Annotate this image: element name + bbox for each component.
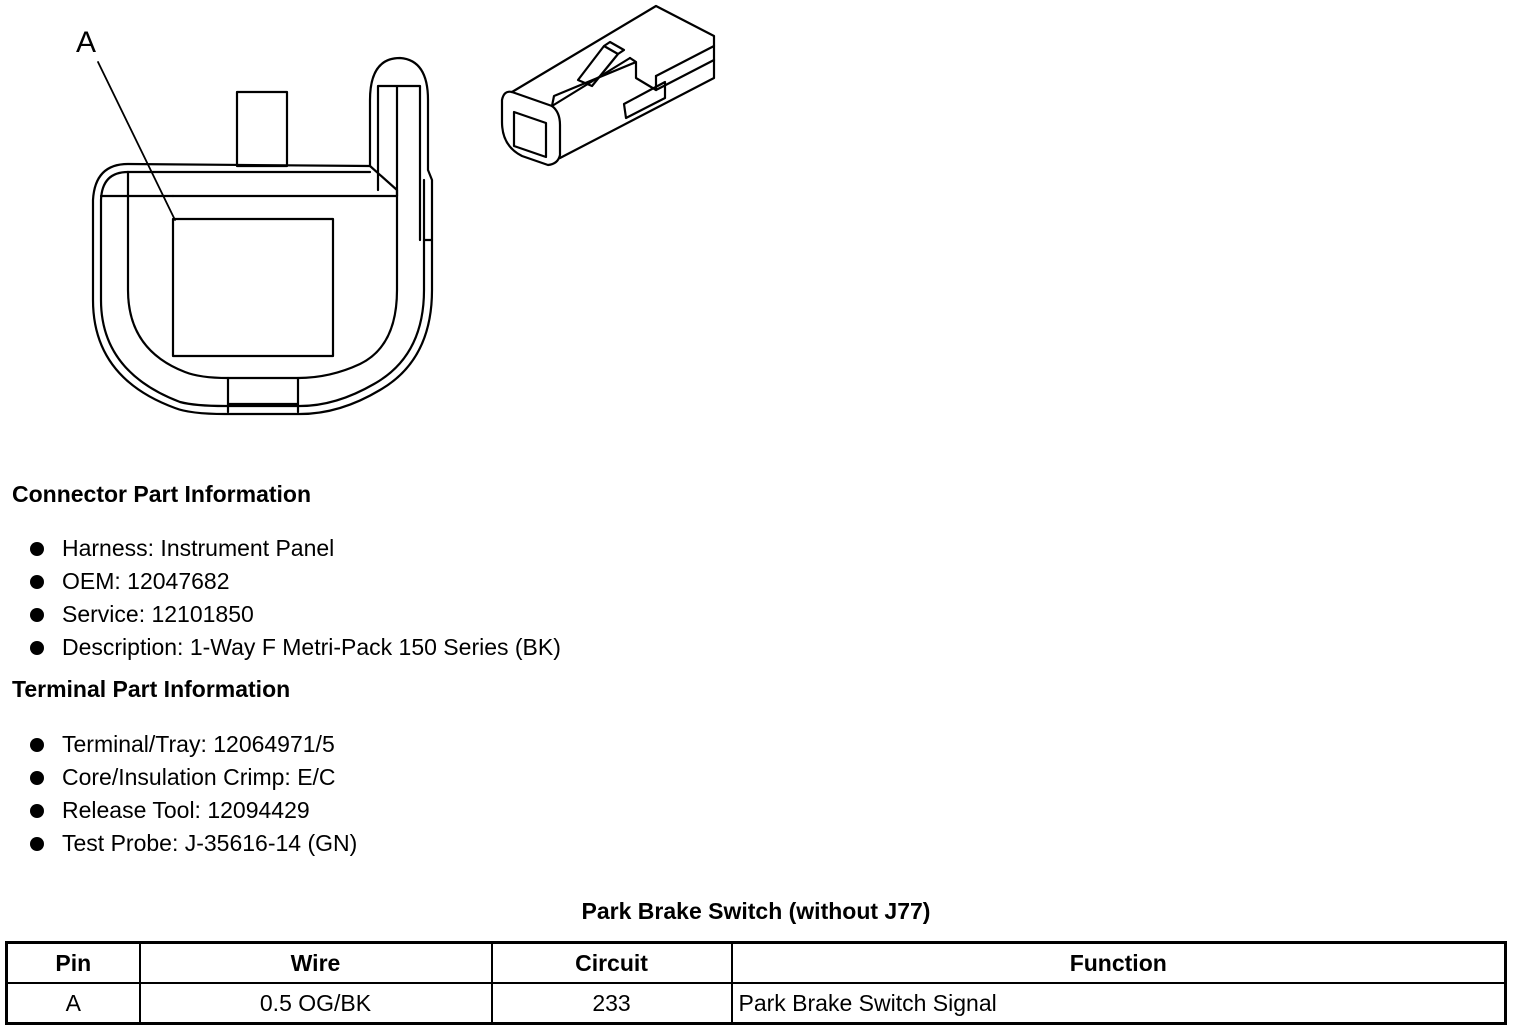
- list-item: Terminal/Tray: 12064971/5: [0, 731, 357, 764]
- callout-label-a: A: [76, 26, 96, 59]
- connector-latch-arm: [368, 84, 434, 242]
- header-function: Function: [730, 941, 1507, 984]
- connector-diagram: A: [76, 4, 716, 416]
- terminal-tray-text: Terminal/Tray: 12064971/5: [62, 731, 335, 757]
- list-item: Description: 1-Way F Metri-Pack 150 Seri…: [0, 634, 561, 667]
- pin-table: Pin Wire Circuit Function A 0.5 OG/BK 23…: [5, 941, 1507, 1025]
- connector-isometric-view: [500, 4, 716, 167]
- table-header-row: Pin Wire Circuit Function: [5, 941, 1507, 984]
- connector-outer-body: [91, 56, 434, 416]
- list-item: Harness: Instrument Panel: [0, 535, 561, 568]
- cell-wire: 0.5 OG/BK: [138, 982, 493, 1025]
- header-circuit: Circuit: [490, 941, 733, 984]
- terminal-info-title: Terminal Part Information: [12, 676, 291, 702]
- release-tool-text: Release Tool: 12094429: [62, 797, 310, 823]
- cell-circuit: 233: [490, 982, 733, 1025]
- connector-u-channel: [126, 188, 399, 380]
- terminal-cavity-a: [171, 217, 335, 358]
- iso-latch-well: [550, 56, 658, 108]
- service-text: Service: 12101850: [62, 601, 254, 627]
- description-text: Description: 1-Way F Metri-Pack 150 Seri…: [62, 634, 561, 660]
- connector-bottom-notch: [226, 376, 300, 414]
- iso-top-face: [510, 4, 716, 108]
- iso-latch: [576, 40, 626, 88]
- header-pin: Pin: [5, 941, 141, 984]
- iso-front-cavity: [512, 110, 548, 159]
- connector-info-list: Harness: Instrument Panel OEM: 12047682 …: [0, 535, 561, 667]
- cell-function: Park Brake Switch Signal: [730, 982, 1507, 1025]
- connector-inner-outline: [99, 170, 426, 408]
- crimp-text: Core/Insulation Crimp: E/C: [62, 764, 336, 790]
- connector-corner-detail: [99, 170, 175, 198]
- harness-text: Harness: Instrument Panel: [62, 535, 335, 561]
- bullet-icon: [30, 771, 44, 785]
- list-item: Service: 12101850: [0, 601, 561, 634]
- cell-pin: A: [5, 982, 141, 1025]
- list-item: Release Tool: 12094429: [0, 797, 357, 830]
- list-item: OEM: 12047682: [0, 568, 561, 601]
- iso-front-face: [500, 90, 562, 167]
- list-item: Core/Insulation Crimp: E/C: [0, 764, 357, 797]
- list-item: Test Probe: J-35616-14 (GN): [0, 830, 357, 863]
- callout-leader-line: [97, 61, 176, 221]
- header-wire: Wire: [138, 941, 493, 984]
- bullet-icon: [30, 575, 44, 589]
- bullet-icon: [30, 641, 44, 655]
- bullet-icon: [30, 837, 44, 851]
- connector-top-tab: [235, 90, 289, 168]
- bullet-icon: [30, 608, 44, 622]
- iso-side-face: [558, 44, 716, 160]
- bullet-icon: [30, 804, 44, 818]
- test-probe-text: Test Probe: J-35616-14 (GN): [62, 830, 358, 856]
- bullet-icon: [30, 738, 44, 752]
- iso-side-detail: [622, 58, 716, 120]
- connector-shelf: [126, 170, 399, 198]
- connector-info-title: Connector Part Information: [12, 481, 312, 507]
- terminal-info-list: Terminal/Tray: 12064971/5 Core/Insulatio…: [0, 731, 357, 863]
- connector-face-view: A: [76, 26, 434, 416]
- oem-text: OEM: 12047682: [62, 568, 230, 594]
- pin-table-title: Park Brake Switch (without J77): [581, 898, 931, 924]
- table-row: A 0.5 OG/BK 233 Park Brake Switch Signal: [5, 982, 1507, 1025]
- bullet-icon: [30, 542, 44, 556]
